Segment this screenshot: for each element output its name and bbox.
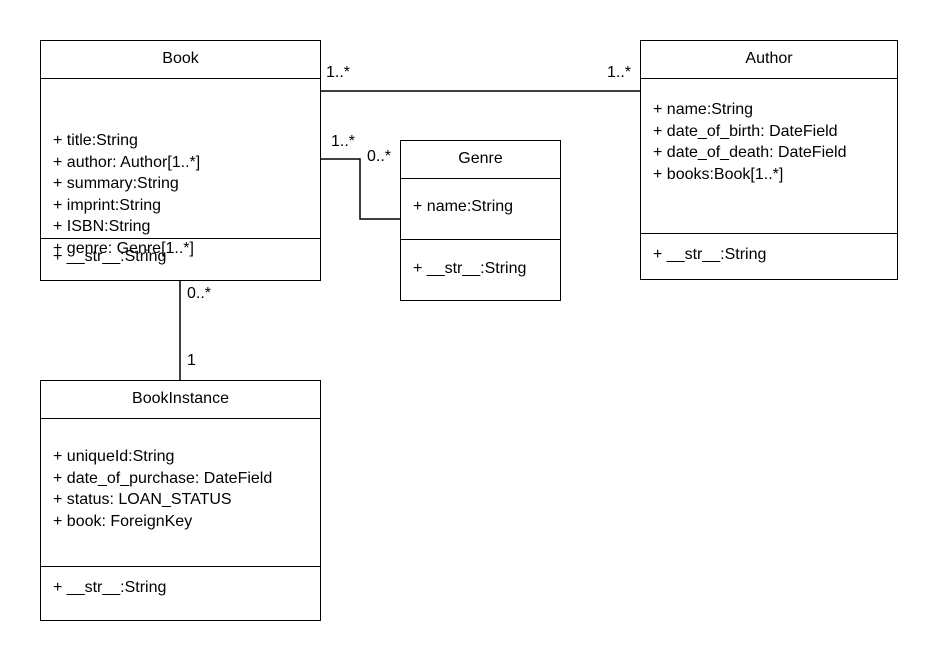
multiplicity-book-author-author-end: 1..* xyxy=(607,64,632,81)
multiplicity-book-genre-book-end: 1..* xyxy=(331,133,356,150)
multiplicity-book-author-book-end: 1..* xyxy=(326,64,351,81)
attribute: + name:String xyxy=(653,101,754,118)
attribute: + imprint:String xyxy=(53,196,162,214)
operation: + __str__:String xyxy=(53,248,167,265)
class-author[interactable]: Author + name:String + date_of_birth: Da… xyxy=(640,40,898,280)
attribute: + book: ForeignKey xyxy=(53,512,193,530)
multiplicity-book-genre-genre-end: 0..* xyxy=(367,148,392,165)
attribute: + title:String xyxy=(53,132,138,149)
attribute: + books:Book[1..*] xyxy=(653,165,784,183)
attribute: + name:String xyxy=(413,198,514,215)
class-genre-name: Genre xyxy=(401,141,560,179)
class-genre[interactable]: Genre + name:String + __str__:String xyxy=(400,140,561,301)
attribute: + status: LOAN_STATUS xyxy=(53,491,232,508)
attribute: + uniqueId:String xyxy=(53,448,175,465)
class-author-operations: + __str__:String xyxy=(641,234,897,266)
attribute: + author: Author[1..*] xyxy=(53,153,201,171)
class-bookinstance-attributes: + uniqueId:String + date_of_purchase: Da… xyxy=(41,419,320,567)
class-bookinstance-name: BookInstance xyxy=(41,381,320,419)
attribute: + ISBN:String xyxy=(53,218,151,235)
class-author-name: Author xyxy=(641,41,897,79)
operation: + __str__:String xyxy=(653,246,767,263)
attribute: + date_of_death: DateField xyxy=(653,144,847,161)
attribute: + summary:String xyxy=(53,175,179,192)
operation: + __str__:String xyxy=(413,260,527,277)
attribute: + genre: Genre[1..*] xyxy=(53,239,194,257)
class-genre-attributes: + name:String xyxy=(401,179,560,240)
class-book-attributes: + title:String + author: Author[1..*] + … xyxy=(41,79,320,257)
attribute: + date_of_purchase: DateField xyxy=(53,469,273,487)
multiplicity-book-instance-book-end: 0..* xyxy=(187,285,212,302)
book-genre-association xyxy=(320,158,400,220)
class-book[interactable]: Book + title:String + author: Author[1..… xyxy=(40,40,321,281)
class-book-operations: + __str__:String xyxy=(41,239,320,268)
class-bookinstance[interactable]: BookInstance + uniqueId:String + date_of… xyxy=(40,380,321,621)
operation: + __str__:String xyxy=(53,579,167,596)
attribute: + date_of_birth: DateField xyxy=(653,122,838,140)
multiplicity-book-instance-instance-end: 1 xyxy=(187,352,196,369)
class-book-name: Book xyxy=(41,41,320,79)
class-author-attributes: + name:String + date_of_birth: DateField… xyxy=(641,79,897,234)
class-bookinstance-operations: + __str__:String xyxy=(41,567,320,599)
class-genre-operations: + __str__:String xyxy=(401,240,560,280)
